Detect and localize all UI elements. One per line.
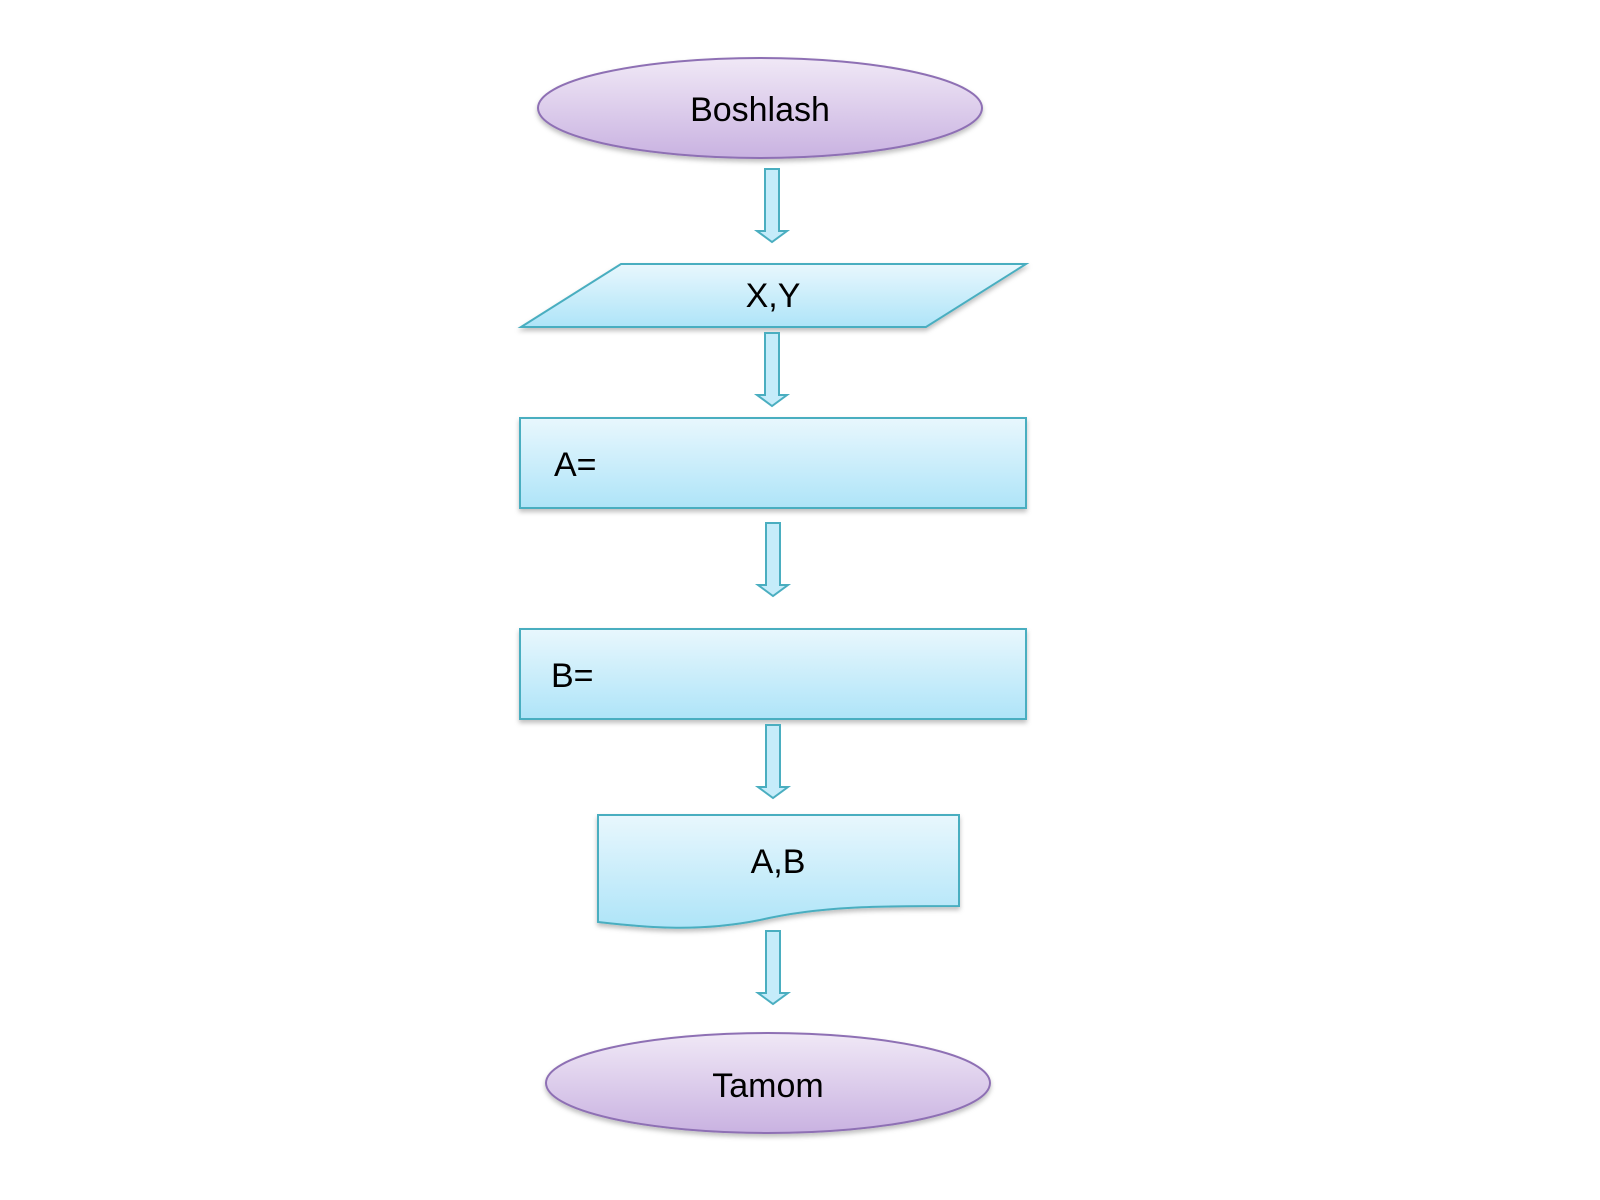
process-a-rectangle-shape bbox=[519, 417, 1027, 509]
process-b-rectangle-shape bbox=[519, 628, 1027, 720]
node-end: Tamom bbox=[545, 1032, 991, 1134]
start-terminator-shape bbox=[537, 57, 983, 159]
flow-arrow-process-b-to-output bbox=[754, 724, 792, 800]
flow-arrow-start-to-input bbox=[753, 168, 791, 244]
input-label: X,Y bbox=[746, 277, 801, 315]
process-b-label: B= bbox=[551, 657, 594, 695]
start-label: Boshlash bbox=[690, 91, 830, 129]
output-label: A,B bbox=[751, 843, 806, 881]
node-start: Boshlash bbox=[537, 57, 983, 159]
process-a-label: A= bbox=[554, 446, 597, 484]
flow-arrow-input-to-process-a bbox=[753, 332, 791, 408]
end-label: Tamom bbox=[712, 1067, 823, 1105]
node-process-a: A= bbox=[519, 417, 1027, 509]
flow-arrow-output-to-end bbox=[754, 930, 792, 1006]
output-document-shape bbox=[597, 814, 960, 929]
node-input: X,Y bbox=[517, 263, 1030, 328]
end-terminator-shape bbox=[545, 1032, 991, 1134]
input-parallelogram-shape bbox=[517, 263, 1030, 328]
flow-arrow-process-a-to-process-b bbox=[754, 522, 792, 598]
node-process-b: B= bbox=[519, 628, 1027, 720]
node-output: A,B bbox=[597, 814, 960, 929]
